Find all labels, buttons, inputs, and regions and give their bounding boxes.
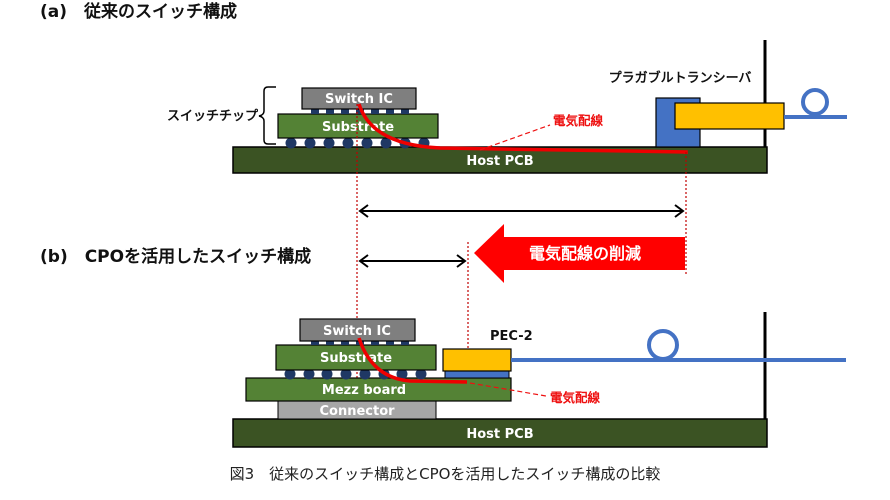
panel-a-switch-chip-label: スイッチチップ [167, 109, 259, 124]
panel-b-pec-interposer [444, 370, 510, 379]
panel-b-wire-leader [469, 382, 547, 397]
panel-a-switch-ic-label: Switch IC [325, 92, 393, 107]
panel-b-connector-label: Connector [319, 404, 395, 419]
figure-caption: 図3 従来のスイッチ構成とCPOを活用したスイッチ構成の比較 [230, 465, 661, 483]
panel-a-host-pcb-label: Host PCB [466, 154, 533, 169]
wire-reduction-arrow [474, 224, 685, 283]
panel-b-mezz-board-label: Mezz board [322, 383, 406, 398]
panel-a-switch-chip-brace [258, 86, 276, 145]
wire-reduction-label: 電気配線の削減 [529, 244, 641, 263]
panel-b-substrate [275, 344, 437, 371]
cpo-wire-length-arrow [358, 254, 467, 268]
panel-a-optical-fiber [784, 88, 847, 119]
panel-a-electrical-wire [357, 103, 688, 154]
panel-b-electrical-wire [357, 337, 468, 384]
panel-a-pluggable-transceiver-label: プラガブルトランシーバ [609, 70, 752, 86]
panel-b-host-pcb-label: Host PCB [466, 427, 533, 442]
panel-b-pec-module [442, 348, 512, 372]
panel-a-heading: (a) 従来のスイッチ構成 [40, 1, 237, 22]
panel-a-pluggable-transceiver [674, 102, 785, 130]
panel-a-substrate [277, 113, 439, 139]
conventional-wire-length-arrow [358, 204, 685, 218]
panel-a-micro-bumps [311, 109, 409, 114]
panel-b-pec-label: PEC-2 [490, 329, 533, 344]
panel-b-optical-fiber [511, 329, 846, 362]
panel-b-substrate-label: Substrate [320, 351, 392, 366]
panel-b-switch-ic [299, 318, 416, 342]
panel-a-electrical-wiring-label: 電気配線 [553, 113, 604, 128]
panel-b-host-pcb [232, 418, 768, 448]
panel-a-wire-leader [479, 124, 551, 151]
panel-a-solder-balls [285, 137, 430, 149]
panel-b-electrical-wiring-label: 電気配線 [550, 390, 601, 405]
panel-b-heading: (b) CPOを活用したスイッチ構成 [40, 246, 311, 267]
panel-b-switch-ic-label: Switch IC [323, 324, 391, 339]
